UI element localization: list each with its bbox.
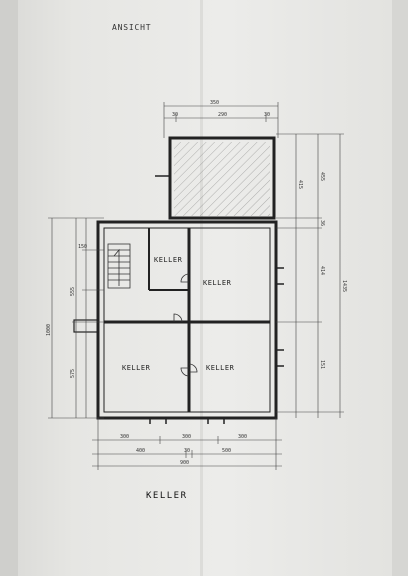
dim-bottom-row1-3: 300 bbox=[238, 434, 247, 440]
dim-bottom-row1-1: 300 bbox=[120, 434, 129, 440]
room-label-keller-northeast: KELLER bbox=[203, 279, 232, 287]
dim-right-5: 151 bbox=[319, 360, 325, 369]
dim-left-2: 555 bbox=[70, 287, 76, 296]
paper-fold-right bbox=[392, 0, 408, 576]
doors bbox=[173, 273, 198, 377]
dim-top-overall: 350 bbox=[210, 100, 219, 106]
dim-bottom-overall: 900 bbox=[180, 460, 189, 466]
dim-left-4: 575 bbox=[70, 369, 76, 378]
dim-top-right: 30 bbox=[264, 112, 270, 118]
plan-title: KELLER bbox=[146, 491, 188, 501]
dim-bottom-row2-2: 30 bbox=[184, 448, 190, 454]
dim-right-2: 455 bbox=[319, 172, 325, 181]
view-label: ANSICHT bbox=[112, 23, 151, 32]
dim-right-3: 1435 bbox=[341, 280, 347, 292]
dim-bottom-row2-3: 500 bbox=[222, 448, 231, 454]
dim-right-6: 36 bbox=[319, 220, 325, 226]
dim-right-4: 414 bbox=[319, 266, 325, 275]
dim-top-mid: 290 bbox=[218, 112, 227, 118]
room-label-keller-southeast: KELLER bbox=[206, 364, 235, 372]
terrace bbox=[155, 136, 276, 220]
dim-bottom-row2-1: 400 bbox=[136, 448, 145, 454]
dim-left-1: 150 bbox=[78, 244, 87, 250]
dim-left-3: 1000 bbox=[46, 324, 52, 336]
cellar-walls bbox=[73, 220, 284, 424]
dim-bottom-row1-2: 300 bbox=[182, 434, 191, 440]
room-label-keller-small: KELLER bbox=[154, 256, 183, 264]
staircase bbox=[107, 243, 131, 289]
dim-right-1: 415 bbox=[297, 180, 303, 189]
room-label-keller-southwest: KELLER bbox=[122, 364, 151, 372]
paper-crease bbox=[200, 0, 203, 576]
dim-top-left: 30 bbox=[172, 112, 178, 118]
paper-fold-left bbox=[0, 0, 18, 576]
dimension-lines bbox=[48, 102, 344, 470]
